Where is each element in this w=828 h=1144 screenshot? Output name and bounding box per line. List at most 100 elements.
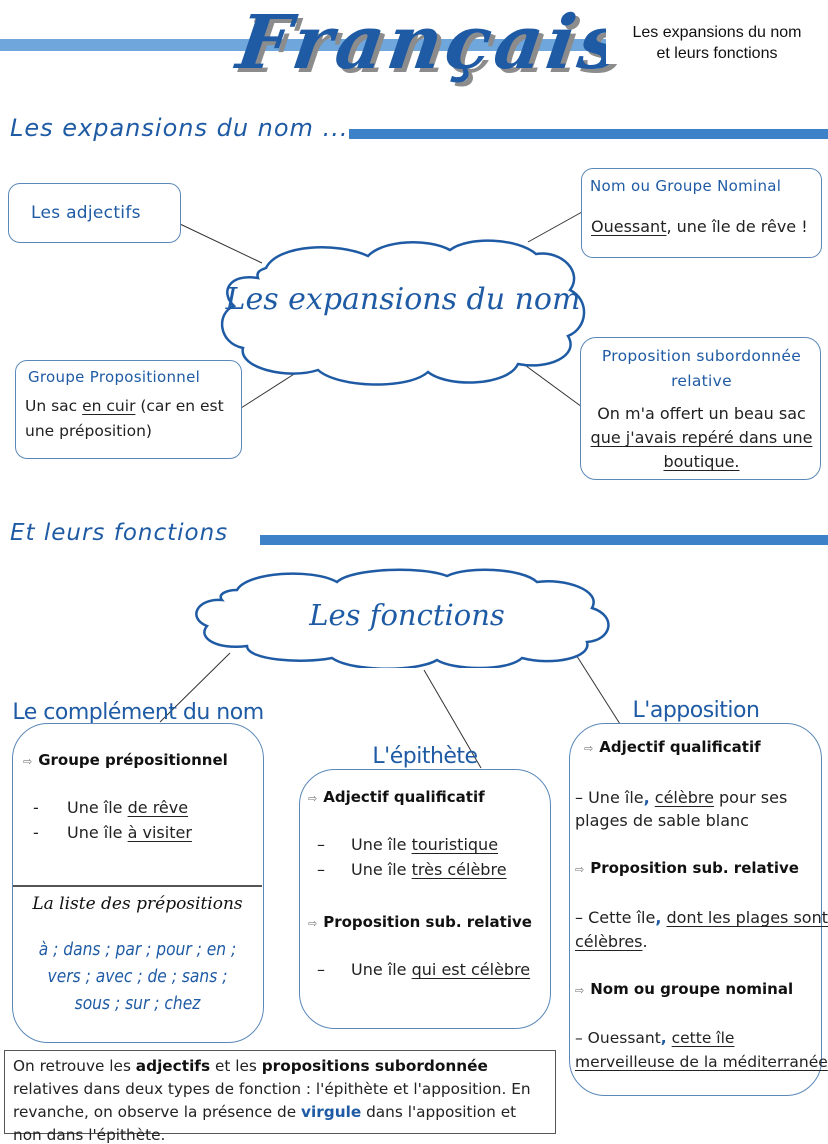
- example-rest: , une île de rêve !: [666, 217, 808, 236]
- prep-line: vers ; avec ; de ; sans ;: [47, 966, 228, 987]
- item-plain: Une île: [351, 960, 412, 979]
- ex-underlined: merveilleuse de la méditerranée: [575, 1053, 828, 1071]
- prep-line: sous ; sur ; chez: [74, 993, 201, 1014]
- item-plain: Une île: [351, 835, 412, 854]
- section1-heading: Les expansions du nom ...: [10, 114, 349, 142]
- prep-line: à ; dans ; par ; pour ; en ;: [38, 939, 237, 960]
- item-underlined: à visiter: [127, 823, 192, 842]
- cloud-label-expansions: Les expansions du nom: [225, 282, 581, 317]
- ex-start: – Une île: [575, 788, 644, 807]
- ex-underlined: célèbre: [654, 788, 714, 807]
- box-nom-gn-title: Nom ou Groupe Nominal: [590, 177, 782, 195]
- ex-start: – Ouessant: [575, 1029, 661, 1047]
- dash: -: [33, 798, 39, 817]
- bullet-adjectif: ⇨ Adjectif qualificatif: [308, 788, 485, 806]
- box-complement-du-nom: ⇨Groupe prépositionnel -Une île de rêve …: [12, 723, 264, 1043]
- ex-end: .: [642, 932, 648, 951]
- section2-heading: Et leurs fonctions: [10, 520, 229, 546]
- ex-start: – Cette île: [575, 908, 656, 927]
- note-bold-virgule: virgule: [301, 1103, 362, 1121]
- dash: -: [33, 823, 39, 842]
- item-underlined: de rêve: [127, 798, 189, 817]
- apposition-example-1: – Une île, célèbre pour ses plages de sa…: [575, 786, 787, 832]
- dash: –: [317, 860, 325, 879]
- prep-list-title: La liste des prépositions: [32, 894, 243, 914]
- bullet-label: Adjectif qualificatif: [599, 738, 761, 756]
- bullet-label: Groupe prépositionnel: [38, 751, 228, 769]
- note-text: et les: [210, 1057, 262, 1075]
- note-text: On retrouve les: [13, 1057, 136, 1075]
- arrow-right-icon: ⇨: [575, 863, 585, 876]
- list-item: – Une île très célèbre: [317, 860, 507, 879]
- bullet-nom-gn: ⇨ Nom ou groupe nominal: [575, 980, 793, 998]
- item-underlined: très célèbre: [411, 860, 507, 879]
- box-apposition: ⇨ Adjectif qualificatif – Une île, célèbr…: [569, 723, 828, 1096]
- list-item: – Une île qui est célèbre: [317, 960, 530, 979]
- arrow-right-icon: ⇨: [23, 755, 33, 768]
- bullet-prop-sub: ⇨ Proposition sub. relative: [575, 859, 799, 877]
- example-underlined: Ouessant: [591, 217, 667, 236]
- bullet-label: Nom ou groupe nominal: [590, 980, 794, 998]
- box-adjectifs: Les adjectifs: [8, 183, 181, 243]
- cloud-shape-expansions: [220, 239, 586, 386]
- item-plain: Une île: [67, 823, 128, 842]
- arrow-right-icon: ⇨: [308, 917, 318, 930]
- text-after: (car en est une préposition): [25, 397, 224, 440]
- prep-list: à ; dans ; par ; pour ; en ; vers ; avec…: [30, 936, 244, 1017]
- bullet-label: Proposition sub. relative: [323, 913, 532, 931]
- apposition-title: L'apposition: [632, 698, 760, 723]
- comma: ,: [660, 1029, 667, 1047]
- box-prop-sub: Proposition subordonnée relative On m'a …: [580, 337, 821, 480]
- note-bold-adjectifs: adjectifs: [135, 1057, 211, 1075]
- bullet-groupe-prep: ⇨ Groupe prépositionnel: [23, 751, 228, 769]
- epithete-title: L'épithète: [372, 744, 478, 769]
- box-prop-sub-text: On m'a offert un beau sac que j'avais re…: [583, 402, 820, 474]
- section2-bar: [260, 535, 828, 545]
- note-text: dans l'apposition et non dans l'épithète…: [13, 1103, 517, 1144]
- item-underlined: touristique: [411, 835, 499, 854]
- ex-underlined: dont les plages sont: [666, 908, 828, 927]
- page-subtitle: Les expansions du nom et leurs fonctions: [606, 22, 828, 64]
- box-groupe-prep-title: Groupe Propositionnel: [28, 368, 201, 386]
- box-groupe-prep-text: Un sac en cuir (car en est une prépositi…: [25, 394, 239, 444]
- comma: ,: [643, 788, 650, 807]
- list-item: - Une île à visiter: [33, 823, 192, 842]
- note-bold-propositions: propositions subordonnée: [261, 1057, 488, 1075]
- divider: [13, 885, 262, 887]
- box-nom-gn-example: Ouessant, une île de rêve !: [591, 214, 808, 239]
- complement-du-nom-title: Le complément du nom: [12, 700, 264, 725]
- subtitle-line1: Les expansions du nom: [632, 24, 802, 41]
- subtitle-line2: et leurs fonctions: [656, 45, 778, 62]
- comma: ,: [655, 908, 662, 927]
- dash: –: [317, 835, 325, 854]
- text-before: Un sac: [25, 397, 83, 415]
- dash: –: [317, 960, 325, 979]
- box-prop-sub-title: Proposition subordonnée relative: [601, 347, 802, 390]
- box-nom-gn: Nom ou Groupe Nominal Ouessant, une île …: [581, 168, 822, 258]
- arrow-right-icon: ⇨: [584, 742, 594, 755]
- arrow-right-icon: ⇨: [308, 792, 318, 805]
- item-plain: Une île: [351, 860, 412, 879]
- bullet-label: Adjectif qualificatif: [323, 788, 485, 806]
- bullet-adjectif: ⇨ Adjectif qualificatif: [584, 738, 761, 756]
- section1-bar: [349, 129, 828, 139]
- box-epithete: ⇨ Adjectif qualificatif – Une île touristi…: [299, 769, 551, 1029]
- cloud-shape-fonctions: [195, 568, 610, 668]
- list-item: - Une île de rêve: [33, 798, 188, 817]
- cloud-label-fonctions: Les fonctions: [309, 598, 505, 632]
- item-plain: Une île: [67, 798, 128, 817]
- ex-line2: plages de sable blanc: [575, 811, 749, 830]
- text-plain: On m'a offert un beau sac: [597, 404, 806, 423]
- arrow-right-icon: ⇨: [575, 984, 585, 997]
- apposition-example-3: – Ouessant, cette île merveilleuse de la…: [575, 1026, 828, 1074]
- ex-rest: pour ses: [713, 788, 788, 807]
- apposition-example-2: – Cette île, dont les plages sont célèbr…: [575, 906, 828, 954]
- bullet-label: Proposition sub. relative: [590, 859, 799, 877]
- list-item: – Une île touristique: [317, 835, 498, 854]
- ex-underlined: célèbres: [575, 932, 643, 951]
- box-adjectifs-title: Les adjectifs: [31, 203, 141, 223]
- ex-underlined: cette île: [671, 1029, 735, 1047]
- item-underlined: qui est célèbre: [411, 960, 531, 979]
- summary-note: On retrouve les adjectifs et les proposi…: [4, 1050, 556, 1144]
